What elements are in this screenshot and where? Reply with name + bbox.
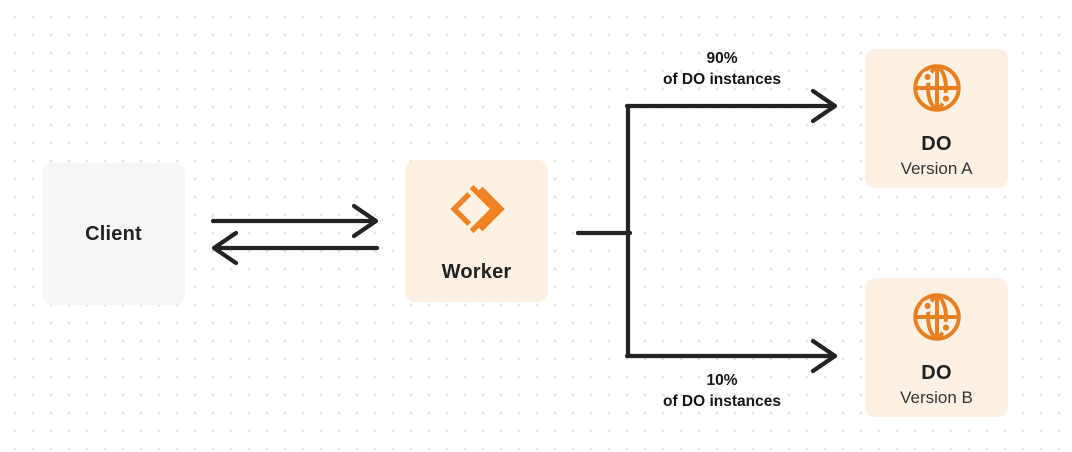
route-bottom-caption: of DO instances [663, 393, 781, 410]
globe-icon [908, 59, 966, 117]
do-version-a-node: DO Version A [865, 49, 1008, 188]
arrowhead-to-version-a [810, 88, 838, 124]
do-a-sublabel: Version A [900, 158, 973, 178]
client-node: Client [42, 163, 185, 305]
route-bottom-percent: 10% [706, 372, 738, 389]
arrowhead-worker-to-client [211, 230, 239, 266]
do-b-sublabel: Version B [900, 387, 973, 407]
worker-label: Worker [441, 260, 512, 283]
do-a-label: DO [921, 132, 952, 155]
client-label: Client [85, 222, 142, 245]
route-label-top: 90% of DO instances [610, 48, 834, 90]
globe-icon [908, 288, 966, 346]
do-version-b-node: DO Version B [865, 278, 1008, 417]
worker-node: Worker [405, 160, 548, 302]
arrowhead-to-version-b [810, 338, 838, 374]
do-b-label: DO [921, 361, 952, 384]
route-label-bottom: 10% of DO instances [610, 370, 834, 412]
workers-icon [446, 179, 508, 239]
route-top-caption: of DO instances [663, 71, 781, 88]
route-top-percent: 90% [706, 50, 738, 67]
arrowhead-client-to-worker [351, 203, 379, 239]
